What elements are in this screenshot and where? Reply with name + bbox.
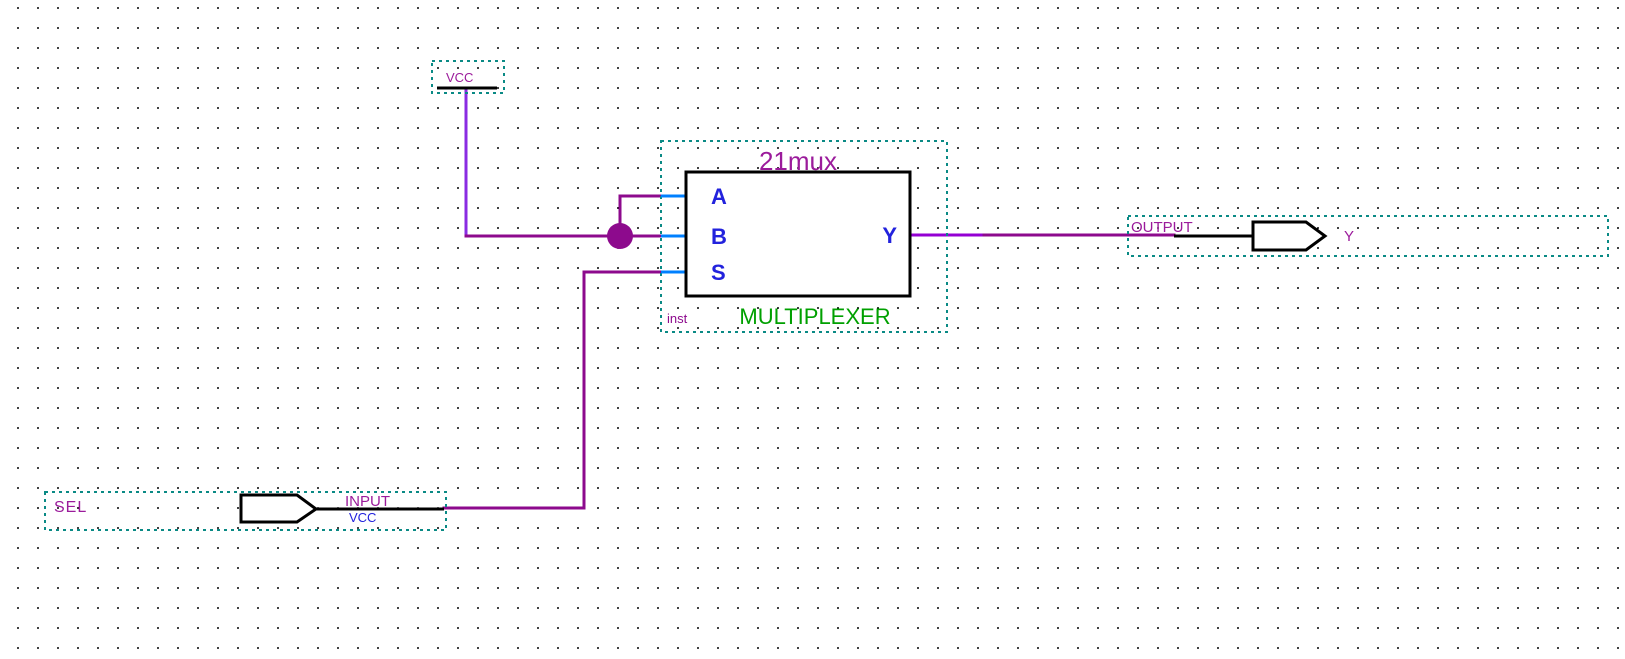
output-pin-node-name: Y [1344,228,1354,245]
wire-sel-to-s[interactable] [442,270,686,510]
symbol-multiplexer[interactable]: 21mux A B S Y inst MULTIPLEXER [660,140,948,333]
vcc-label: VCC [446,70,473,85]
symbol-input-pin-sel[interactable]: SEL INPUT VCC [44,491,447,531]
output-pin-selection-box [1127,215,1609,257]
input-pin-default-value: VCC [349,510,376,525]
vcc-selection-box [431,60,505,94]
input-pin-selection-box [44,491,447,531]
symbol-output-pin-y[interactable]: OUTPUT Y [1127,215,1609,257]
output-pin-type-label: OUTPUT [1131,219,1193,236]
mux-title: 21mux [759,146,837,176]
symbol-vcc[interactable]: VCC [431,60,505,94]
mux-pin-label-b: B [711,224,727,249]
mux-pin-label-s: S [711,260,726,285]
wire-junction-dot[interactable] [607,223,633,249]
mux-pin-label-y: Y [882,223,897,248]
mux-selection-box [660,140,948,333]
input-pin-node-name: SEL [54,499,87,516]
mux-instance-label: inst [667,311,688,326]
mux-pin-label-a: A [711,184,727,209]
mux-body[interactable] [684,170,912,298]
input-pin-arrow-icon[interactable] [239,493,319,524]
output-pin-arrow-icon[interactable] [1251,220,1328,252]
mux-entity-label: MULTIPLEXER [739,304,890,329]
input-pin-type-label: INPUT [345,493,390,510]
